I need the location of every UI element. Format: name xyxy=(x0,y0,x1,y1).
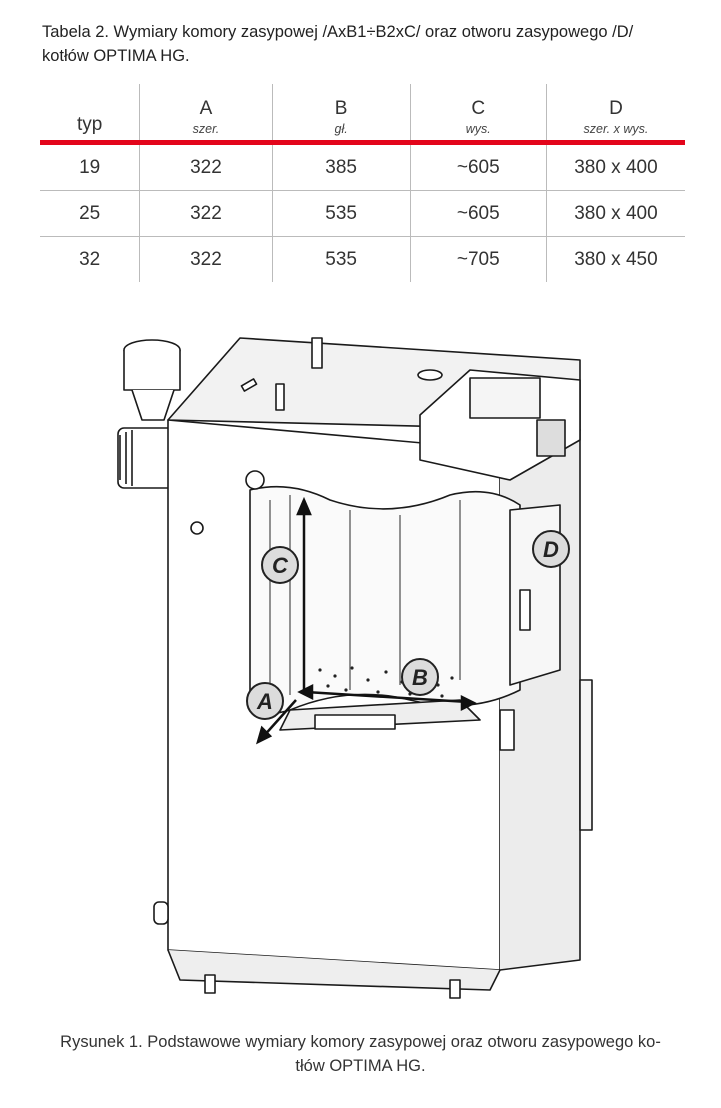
pellet-hopper xyxy=(123,350,181,391)
label-c: C xyxy=(261,546,299,584)
dimension-c-arrowhead xyxy=(296,496,312,516)
label-c-text: C xyxy=(272,553,289,578)
boiler-diagram: C B A D xyxy=(117,337,593,999)
table-cell: ~605 xyxy=(409,145,546,190)
table-cell: 322 xyxy=(139,145,271,190)
table-caption-line-1: Tabela 2. Wymiary komory zasypowej /AxB1… xyxy=(42,23,634,41)
burner-fins xyxy=(119,430,133,486)
table-row: 19 322 385 ~605 380 x 400 xyxy=(40,145,685,191)
header-cell-a: A szer. xyxy=(139,84,271,140)
boiler-base xyxy=(167,949,501,991)
header-divider xyxy=(40,140,685,145)
controller-display xyxy=(536,419,566,457)
label-b: B xyxy=(401,658,439,696)
sight-glass xyxy=(190,521,204,535)
dimension-a-line xyxy=(261,699,297,739)
table-cell: ~705 xyxy=(409,237,546,282)
table-cell: 322 xyxy=(139,237,271,282)
figure-caption-line-1: Rysunek 1. Podstawowe wymiary komory zas… xyxy=(60,1033,661,1051)
figure-caption-line-2: tłów OPTIMA HG. xyxy=(295,1057,426,1075)
table-cell: 322 xyxy=(139,191,271,236)
grate-slot xyxy=(314,714,396,730)
foot-left xyxy=(204,974,216,994)
dimensions-table: typ A szer. B gł. C wys. D szer. x wys. … xyxy=(40,84,685,282)
label-d-text: D xyxy=(543,537,559,562)
label-a-text: A xyxy=(256,689,273,714)
header-cell-c: C wys. xyxy=(409,84,546,140)
label-b-text: B xyxy=(412,665,428,690)
fuel-chamber-cutaway xyxy=(249,485,521,715)
table-cell: 19 xyxy=(79,156,101,178)
header-cell-typ: typ xyxy=(40,84,139,140)
header-sublabel: szer. x wys. xyxy=(583,122,649,136)
chamber-walls xyxy=(269,495,461,700)
header-label: B xyxy=(334,98,348,119)
header-cell-d: D szer. x wys. xyxy=(545,84,685,140)
flue-outlet xyxy=(417,369,443,381)
foot-right xyxy=(449,979,461,999)
table-row: 32 322 535 ~705 380 x 450 xyxy=(40,237,685,282)
header-sublabel: szer. xyxy=(192,122,220,136)
header-label: C xyxy=(471,98,486,119)
figure-caption: Rysunek 1. Podstawowe wymiary komory zas… xyxy=(30,1030,691,1078)
pipe-2 xyxy=(275,383,285,411)
pipe-1 xyxy=(311,337,323,369)
table-cell: 385 xyxy=(271,145,410,190)
header-cell-b: B gł. xyxy=(271,84,410,140)
dimension-b-arrowhead-right xyxy=(460,694,477,712)
table-cell: 535 xyxy=(271,237,410,282)
table-caption-line-2: kotłów OPTIMA HG. xyxy=(42,47,190,65)
table-cell: 535 xyxy=(271,191,410,236)
top-slot xyxy=(240,378,258,392)
side-vents xyxy=(579,679,593,831)
header-sublabel: gł. xyxy=(334,122,348,136)
header-sublabel: wys. xyxy=(465,122,491,136)
hopper-funnel xyxy=(131,389,175,421)
label-a: A xyxy=(246,682,284,720)
dimension-b-line xyxy=(305,690,469,704)
label-d: D xyxy=(532,530,570,568)
table-cell: 380 x 450 xyxy=(545,237,685,282)
table-cell: 380 x 400 xyxy=(545,191,685,236)
table-caption: Tabela 2. Wymiary komory zasypowej /AxB1… xyxy=(42,20,692,68)
door-handle xyxy=(519,589,531,631)
side-handle xyxy=(499,709,515,751)
dimension-b-arrowhead-left xyxy=(297,683,314,701)
table-cell: 25 xyxy=(79,202,101,224)
header-label: D xyxy=(609,98,623,119)
table-header-row: typ A szer. B gł. C wys. D szer. x wys. xyxy=(40,84,685,140)
header-label: A xyxy=(199,98,213,119)
table-cell: 32 xyxy=(79,248,101,270)
table-row: 25 322 535 ~605 380 x 400 xyxy=(40,191,685,237)
drain-valve xyxy=(153,901,169,925)
control-lid xyxy=(469,377,541,419)
header-label: typ xyxy=(77,114,103,135)
table-cell: 380 x 400 xyxy=(545,145,685,190)
table-cell: ~605 xyxy=(409,191,546,236)
dimension-a-arrowhead xyxy=(256,725,273,745)
inspection-port xyxy=(245,470,265,490)
